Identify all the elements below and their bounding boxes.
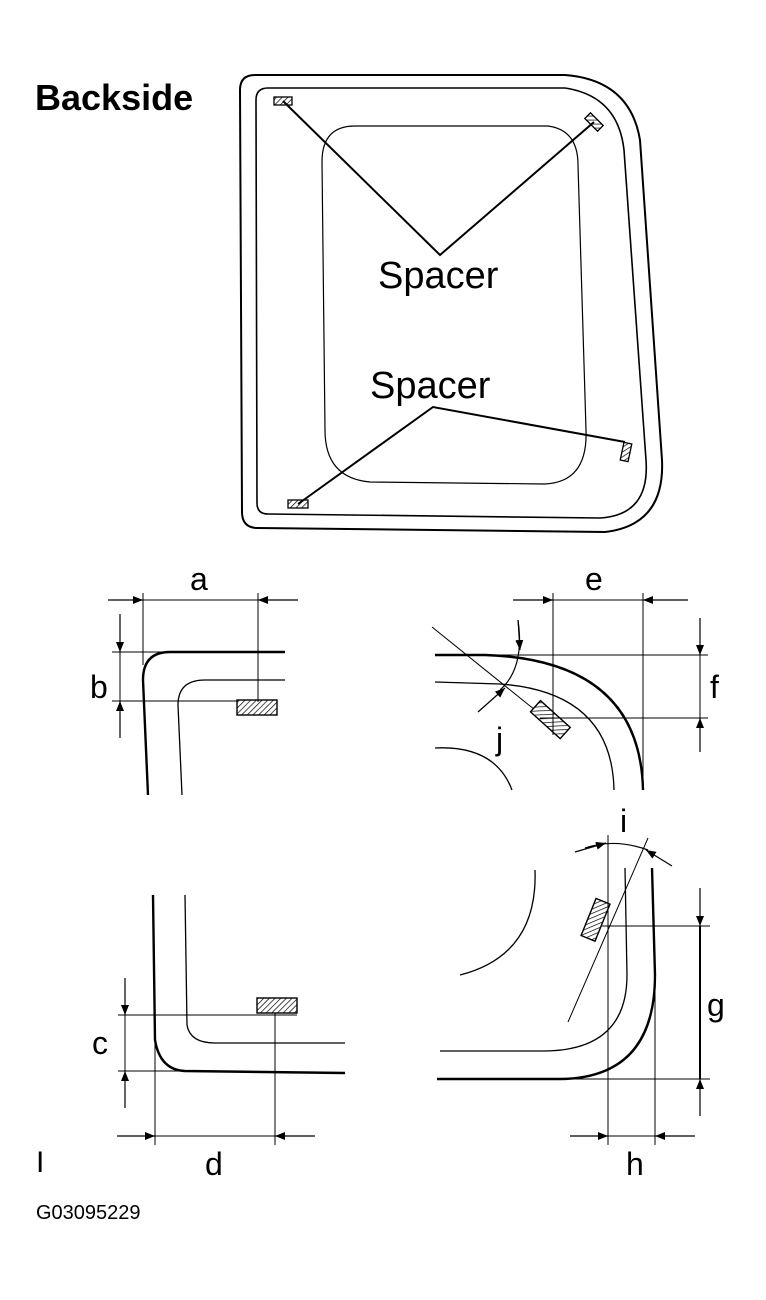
spacer-upper-leader [282, 100, 595, 257]
detail-bottom-right-corner: g h i [437, 803, 725, 1182]
panel-edge-outer [141, 650, 285, 796]
dim-label-e: e [585, 561, 603, 597]
panel-edge-outer [435, 653, 645, 791]
spacer-detail-e [529, 699, 572, 740]
dim-label-i: i [620, 803, 627, 839]
window-inner-outline [255, 87, 648, 519]
panel-edge-outer [437, 867, 657, 1081]
spacer-lower-leader [297, 405, 626, 505]
dim-label-j: j [495, 721, 503, 757]
detail-top-right-corner: e f j [431, 561, 719, 791]
window-glass-area [321, 125, 587, 485]
detail-bottom-left-corner: c d [92, 894, 346, 1182]
panel-edge-outer [151, 894, 346, 1075]
dim-label-b: b [90, 669, 108, 705]
panel-edge-inner [177, 679, 285, 796]
glass-edge-curve [459, 869, 536, 976]
dim-i-arrow-right [645, 849, 673, 867]
dim-i-arrow-left [574, 841, 607, 853]
title-backside: Backside [35, 77, 193, 118]
marker-label: I [36, 1146, 44, 1179]
dim-j-arrow-bottom [477, 687, 506, 713]
detail-top-left-corner: a b [90, 561, 298, 796]
spacer-bottom-right [619, 441, 633, 463]
dim-label-g: g [707, 987, 725, 1023]
panel-edge-inner [440, 867, 628, 1052]
panel-edge-inner [184, 894, 345, 1044]
spacer-detail-g [580, 897, 611, 943]
window-backside-view: Backside Spacer Spacer [35, 74, 664, 534]
dim-label-c: c [92, 1025, 108, 1061]
glass-edge-curve [434, 747, 513, 791]
spacer-detail-c [256, 997, 298, 1014]
dim-i-arc [584, 842, 649, 851]
dim-label-f: f [710, 669, 719, 705]
label-spacer-upper: Spacer [378, 255, 499, 297]
dim-label-h: h [626, 1146, 644, 1182]
spacer-detail-a [236, 699, 278, 716]
dim-label-a: a [190, 561, 208, 597]
angle-j-reference-line [431, 626, 536, 711]
dim-label-d: d [205, 1146, 223, 1182]
label-spacer-lower: Spacer [370, 365, 491, 407]
window-outer-outline [238, 74, 664, 534]
panel-edge-inner [434, 681, 615, 791]
dim-j-arrow-top [515, 619, 524, 651]
figure-id: G03095229 [36, 1202, 141, 1224]
